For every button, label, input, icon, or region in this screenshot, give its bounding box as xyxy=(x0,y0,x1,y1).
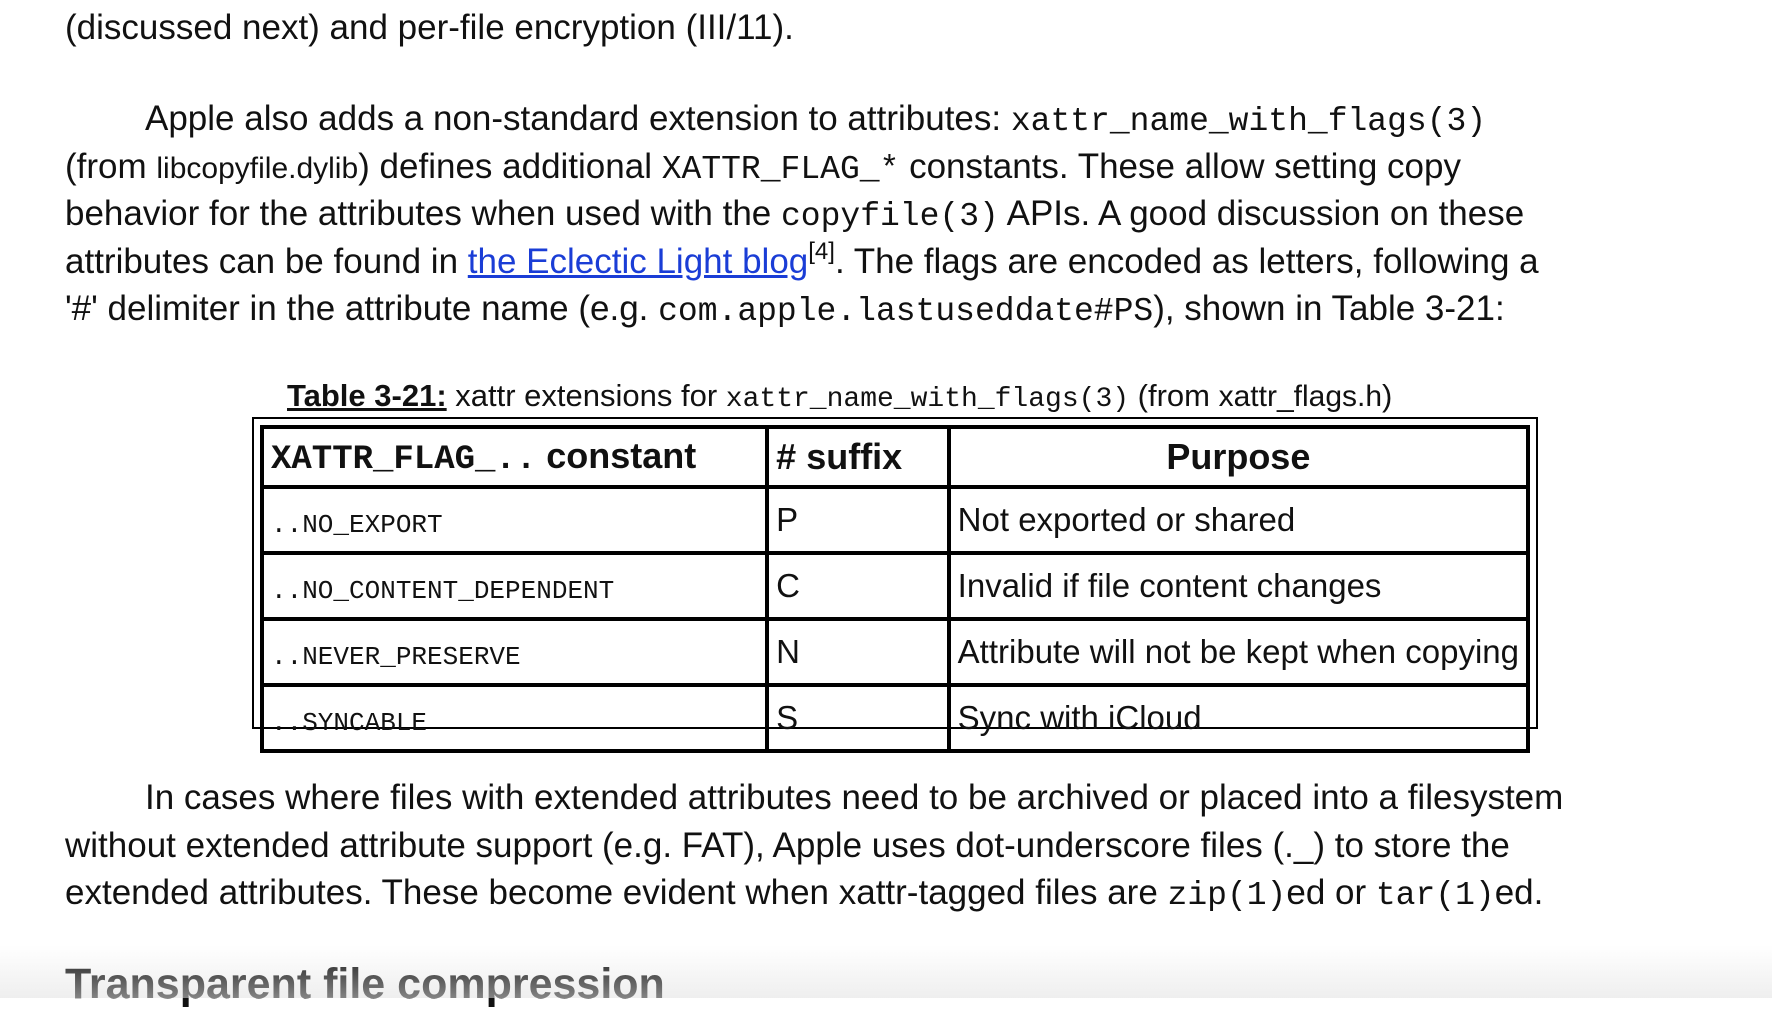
para1-line2: (from libcopyfile.dylib) defines additio… xyxy=(65,146,1461,188)
cell-suffix: C xyxy=(765,551,951,621)
dot-underscore-paragraph: In cases where files with extended attri… xyxy=(65,774,1725,917)
table-caption-code: xattr_name_with_flags(3) xyxy=(725,384,1130,415)
para2-line2: without extended attribute support (e.g.… xyxy=(65,825,1510,865)
intro-line: (discussed next) and per-file encryption… xyxy=(65,8,794,47)
copyfile-code: copyfile(3) xyxy=(780,198,999,235)
cell-constant: ..SYNCABLE xyxy=(259,683,770,753)
cell-purpose: Not exported or shared xyxy=(946,485,1531,555)
table-caption: Table 3-21: xattr extensions for xattr_n… xyxy=(287,378,1393,415)
section-heading: Transparent file compression xyxy=(65,960,665,1008)
para1-line1: Apple also adds a non-standard extension… xyxy=(145,99,1487,140)
table-row: ..SYNCABLE S Sync with iCloud xyxy=(259,683,1531,753)
xattr-flags-table-frame: XATTR_FLAG_.. constant # suffix Purpose … xyxy=(252,417,1538,753)
para1-line4: attributes can be found in the Eclectic … xyxy=(65,237,1539,281)
para2-line1: In cases where files with extended attri… xyxy=(145,778,1564,817)
para1-line3: behavior for the attributes when used wi… xyxy=(65,194,1525,235)
xattr-flags-paragraph: Apple also adds a non-standard extension… xyxy=(65,95,1725,333)
table-row: ..NEVER_PRESERVE N Attribute will not be… xyxy=(259,617,1531,687)
tar-code: tar(1) xyxy=(1375,877,1495,914)
cell-constant: ..NEVER_PRESERVE xyxy=(259,617,770,687)
lastuseddate-code: com.apple.lastuseddate#PS xyxy=(658,293,1154,330)
header-purpose: Purpose xyxy=(946,425,1531,489)
table-caption-label: Table 3-21: xyxy=(287,378,447,413)
table-row: ..NO_CONTENT_DEPENDENT C Invalid if file… xyxy=(259,551,1531,621)
cell-purpose: Sync with iCloud xyxy=(946,683,1531,753)
xattr-flag-code: XATTR_FLAG_* xyxy=(661,150,900,188)
cell-purpose: Attribute will not be kept when copying xyxy=(946,617,1531,687)
zip-code: zip(1) xyxy=(1167,877,1287,914)
cell-constant: ..NO_EXPORT xyxy=(259,485,770,555)
table-row: ..NO_EXPORT P Not exported or shared xyxy=(259,485,1531,555)
intro-paragraph: (discussed next) and per-file encryption… xyxy=(65,4,1725,52)
cell-constant: ..NO_CONTENT_DEPENDENT xyxy=(259,551,770,621)
cell-suffix: N xyxy=(765,617,951,687)
xattr-name-with-flags-code: xattr_name_with_flags(3) xyxy=(1010,103,1487,140)
reference-4: [4] xyxy=(808,237,835,265)
libcopyfile-name: libcopyfile.dylib xyxy=(156,151,359,185)
eclectic-light-blog-link[interactable]: the Eclectic Light blog xyxy=(467,241,809,281)
header-constant: XATTR_FLAG_.. constant xyxy=(259,425,770,489)
xattr-flags-table: XATTR_FLAG_.. constant # suffix Purpose … xyxy=(259,425,1531,753)
table-caption-file: xattr_flags.h xyxy=(1218,380,1383,413)
cell-purpose: Invalid if file content changes xyxy=(946,551,1531,621)
para2-line3: extended attributes. These become eviden… xyxy=(65,873,1544,914)
table-header-row: XATTR_FLAG_.. constant # suffix Purpose xyxy=(259,425,1531,489)
header-suffix: # suffix xyxy=(765,425,951,489)
para1-line5: '#' delimiter in the attribute name (e.g… xyxy=(65,289,1505,330)
cell-suffix: S xyxy=(765,683,951,753)
cell-suffix: P xyxy=(765,485,951,555)
